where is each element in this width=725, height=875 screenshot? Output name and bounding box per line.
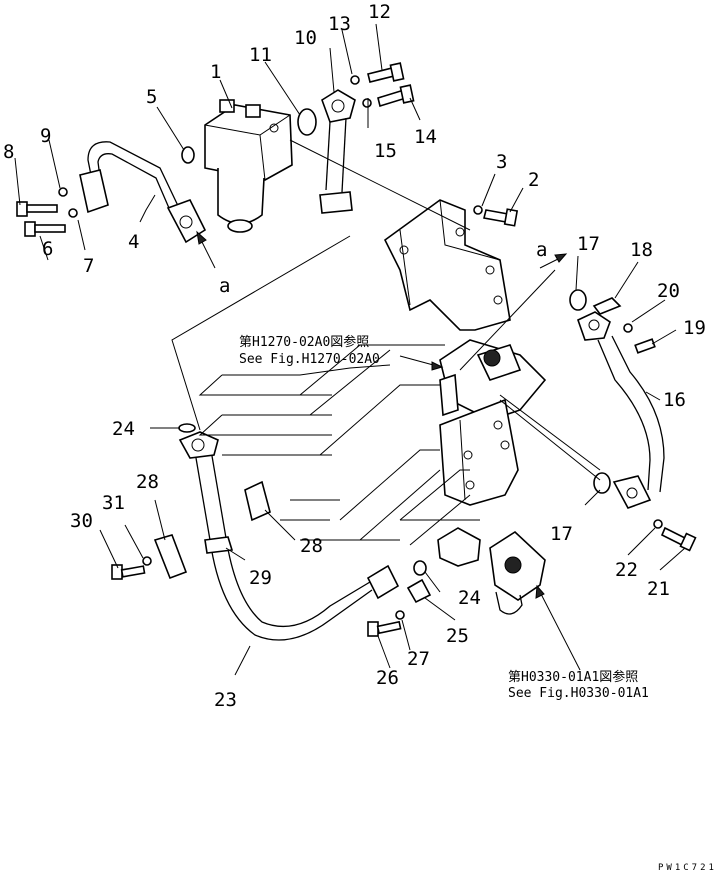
- drawing-code: PW1C721: [658, 863, 717, 873]
- label-part-24-top: 24: [112, 418, 135, 440]
- split-flange-18: [592, 297, 622, 315]
- label-part-9: 9: [40, 125, 51, 147]
- clamp-28-right: [244, 480, 271, 522]
- label-part-6: 6: [42, 238, 53, 260]
- bracket: [383, 199, 547, 506]
- hose-23: [178, 431, 400, 641]
- split-flange-25: [406, 578, 432, 604]
- reference-2-jp: 第H0330-01A1図参照: [508, 669, 638, 685]
- label-part-31: 31: [102, 492, 125, 514]
- washer-7: [68, 208, 78, 218]
- reference-ghost-lines: [198, 344, 480, 546]
- label-part-22: 22: [615, 559, 638, 581]
- label-part-1: 1: [210, 61, 221, 83]
- label-part-14: 14: [414, 126, 437, 148]
- reference-2-en: See Fig.H0330-01A1: [508, 686, 649, 701]
- hose-16: [577, 311, 665, 509]
- pipe-10: [297, 89, 356, 214]
- label-part-8: 8: [3, 141, 14, 163]
- bolt-14: [377, 84, 415, 108]
- connector-block: [437, 527, 546, 615]
- label-part-18: 18: [630, 239, 653, 261]
- washer-20: [623, 323, 633, 333]
- label-part-5: 5: [146, 86, 157, 108]
- bolt-21: [660, 526, 697, 552]
- label-part-28-right: 28: [300, 535, 323, 557]
- reference-1-en: See Fig.H1270-02A0: [239, 352, 380, 367]
- label-part-25: 25: [446, 625, 469, 647]
- label-part-20: 20: [657, 280, 680, 302]
- view-marker-a-right: a: [536, 239, 547, 261]
- label-part-2: 2: [528, 169, 539, 191]
- bolt-19: [634, 338, 656, 354]
- label-part-12: 12: [368, 1, 391, 23]
- o-ring-17-top: [569, 289, 587, 311]
- washer-3: [473, 205, 483, 215]
- reference-1-jp: 第H1270-02A0図参照: [239, 334, 369, 350]
- o-ring-24-top: [178, 423, 196, 433]
- leader-lines: [14, 23, 686, 676]
- label-part-17-bottom: 17: [550, 523, 573, 545]
- label-part-19: 19: [683, 317, 706, 339]
- washer-22: [653, 519, 663, 529]
- bolt-26: [367, 620, 402, 637]
- label-part-13: 13: [328, 13, 351, 35]
- o-ring-24-bottom: [413, 560, 427, 576]
- bolt-30: [111, 564, 146, 580]
- washer-27: [395, 610, 405, 620]
- label-part-3: 3: [496, 151, 507, 173]
- label-part-10: 10: [294, 27, 317, 49]
- part-labels: 1 2 3 4 5 6 7 8 9 10 11 12 13 14 15 16 1…: [3, 1, 706, 711]
- label-part-24-bottom: 24: [458, 587, 481, 609]
- label-part-11: 11: [249, 44, 272, 66]
- washer-9: [58, 187, 68, 197]
- o-ring-5: [181, 146, 195, 164]
- label-part-7: 7: [83, 255, 94, 277]
- clamp-28-left: [153, 534, 188, 580]
- label-part-17-top: 17: [577, 233, 600, 255]
- label-part-26: 26: [376, 667, 399, 689]
- label-part-16: 16: [663, 389, 686, 411]
- label-part-21: 21: [647, 578, 670, 600]
- pipe-4: [79, 141, 207, 244]
- view-marker-a-left: a: [219, 275, 230, 297]
- label-part-28-left: 28: [136, 471, 159, 493]
- bolt-2: [483, 208, 519, 227]
- washer-15: [362, 98, 372, 108]
- label-part-23: 23: [214, 689, 237, 711]
- label-part-29: 29: [249, 567, 272, 589]
- bolt-12: [367, 62, 405, 83]
- o-ring-17-bottom: [593, 472, 611, 494]
- label-part-4: 4: [128, 231, 139, 253]
- figure-references: 第H1270-02A0図参照 See Fig.H1270-02A0 第H0330…: [239, 334, 649, 701]
- washer-31: [142, 556, 152, 566]
- washer-13: [350, 75, 360, 85]
- label-part-15: 15: [374, 140, 397, 162]
- label-part-30: 30: [70, 510, 93, 532]
- label-part-27: 27: [407, 648, 430, 670]
- filter-assembly: [204, 99, 293, 233]
- bolt-6: [24, 221, 66, 237]
- bolt-8: [16, 201, 58, 217]
